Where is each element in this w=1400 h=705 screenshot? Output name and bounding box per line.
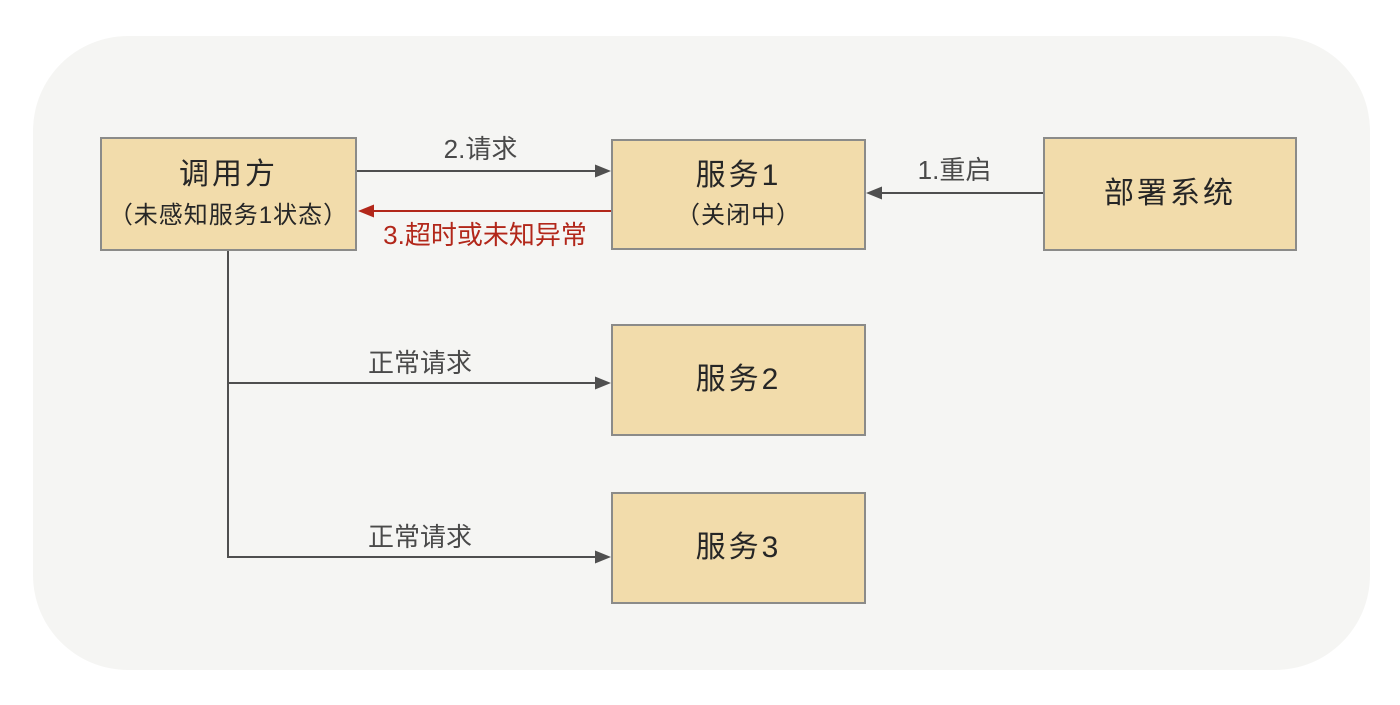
node-caller-subtitle: （未感知服务1状态）	[108, 201, 349, 229]
edge-normal2-label: 正常请求	[367, 348, 472, 378]
node-service3-title: 服务3	[695, 530, 782, 564]
node-caller-title: 调用方	[179, 158, 278, 192]
edge-normal2-arrowhead	[595, 376, 611, 390]
node-caller: 调用方 （未感知服务1状态）	[100, 137, 357, 251]
node-service2-title: 服务2	[695, 362, 782, 396]
node-service3: 服务3	[611, 492, 866, 604]
edge-timeout-label: 3.超时或未知异常	[383, 220, 587, 250]
edge-restart-label: 1.重启	[917, 155, 992, 185]
edge-timeout-arrowhead	[358, 204, 374, 218]
edge-normal3-label: 正常请求	[367, 522, 472, 552]
edge-normal-trunk-line	[227, 251, 596, 558]
edge-request-label: 2.请求	[443, 134, 518, 164]
node-service2: 服务2	[611, 324, 866, 436]
node-service1: 服务1 （关闭中）	[611, 139, 866, 250]
node-deploy-system-title: 部署系统	[1104, 176, 1236, 210]
node-deploy-system: 部署系统	[1043, 137, 1297, 251]
node-service1-title: 服务1	[695, 158, 782, 192]
edge-normal3-arrowhead	[595, 550, 611, 564]
edge-restart-arrowhead	[866, 186, 882, 200]
node-service1-subtitle: （关闭中）	[676, 202, 801, 230]
edge-request-arrowhead	[595, 164, 611, 178]
